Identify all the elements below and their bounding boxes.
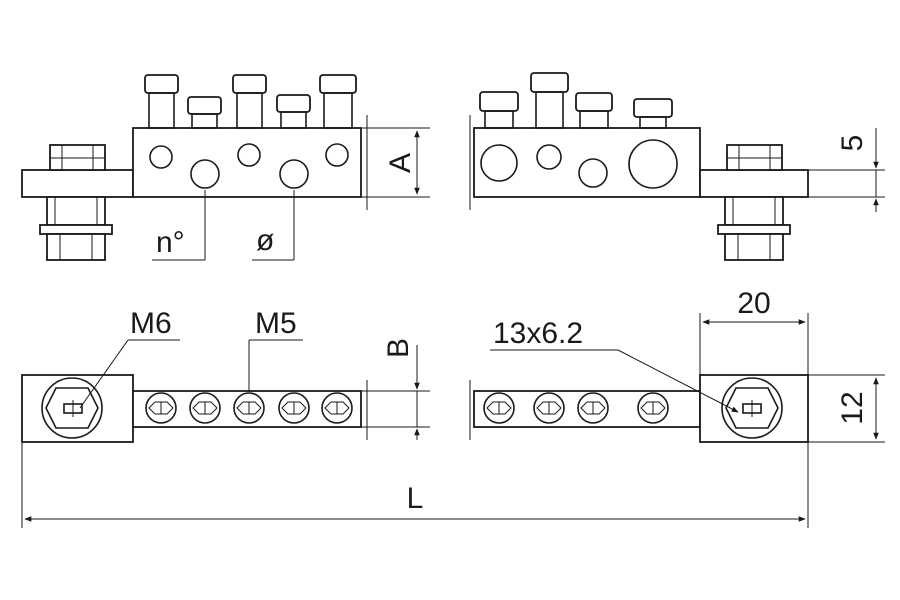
slot-leader: 13x6.2 [490, 317, 739, 413]
screws-right [479, 72, 673, 129]
height-12-label: 12 [836, 391, 869, 424]
dim-5-label: 5 [836, 135, 869, 152]
dimension-12: 12 [808, 374, 885, 443]
m6-label: M6 [130, 307, 172, 340]
top-view-left [21, 374, 362, 443]
m5-label: M5 [255, 307, 297, 340]
front-view-left [21, 74, 362, 261]
dimension-l: L [21, 442, 809, 528]
top-screws-right [483, 392, 669, 424]
diameter-leader: ø [252, 190, 295, 261]
top-screws-left [145, 392, 353, 424]
screws-left [144, 74, 357, 129]
dimension-b: B [361, 338, 430, 440]
dimension-a: A [361, 127, 430, 198]
m6-leader: M6 [79, 307, 180, 409]
count-leader: n° [152, 190, 206, 261]
top-view-right [473, 374, 809, 443]
m5-leader: M5 [248, 307, 303, 392]
front-view-right [473, 72, 809, 261]
diameter-label: ø [256, 224, 274, 257]
length-label: L [407, 482, 424, 515]
dimension-5: 5 [808, 128, 885, 212]
count-label: n° [156, 226, 185, 259]
dimension-20: 20 [699, 287, 809, 375]
slot-label: 13x6.2 [493, 317, 583, 350]
dim-a-label: A [384, 153, 417, 173]
width-20-label: 20 [737, 287, 770, 320]
dim-b-label: B [382, 338, 415, 358]
